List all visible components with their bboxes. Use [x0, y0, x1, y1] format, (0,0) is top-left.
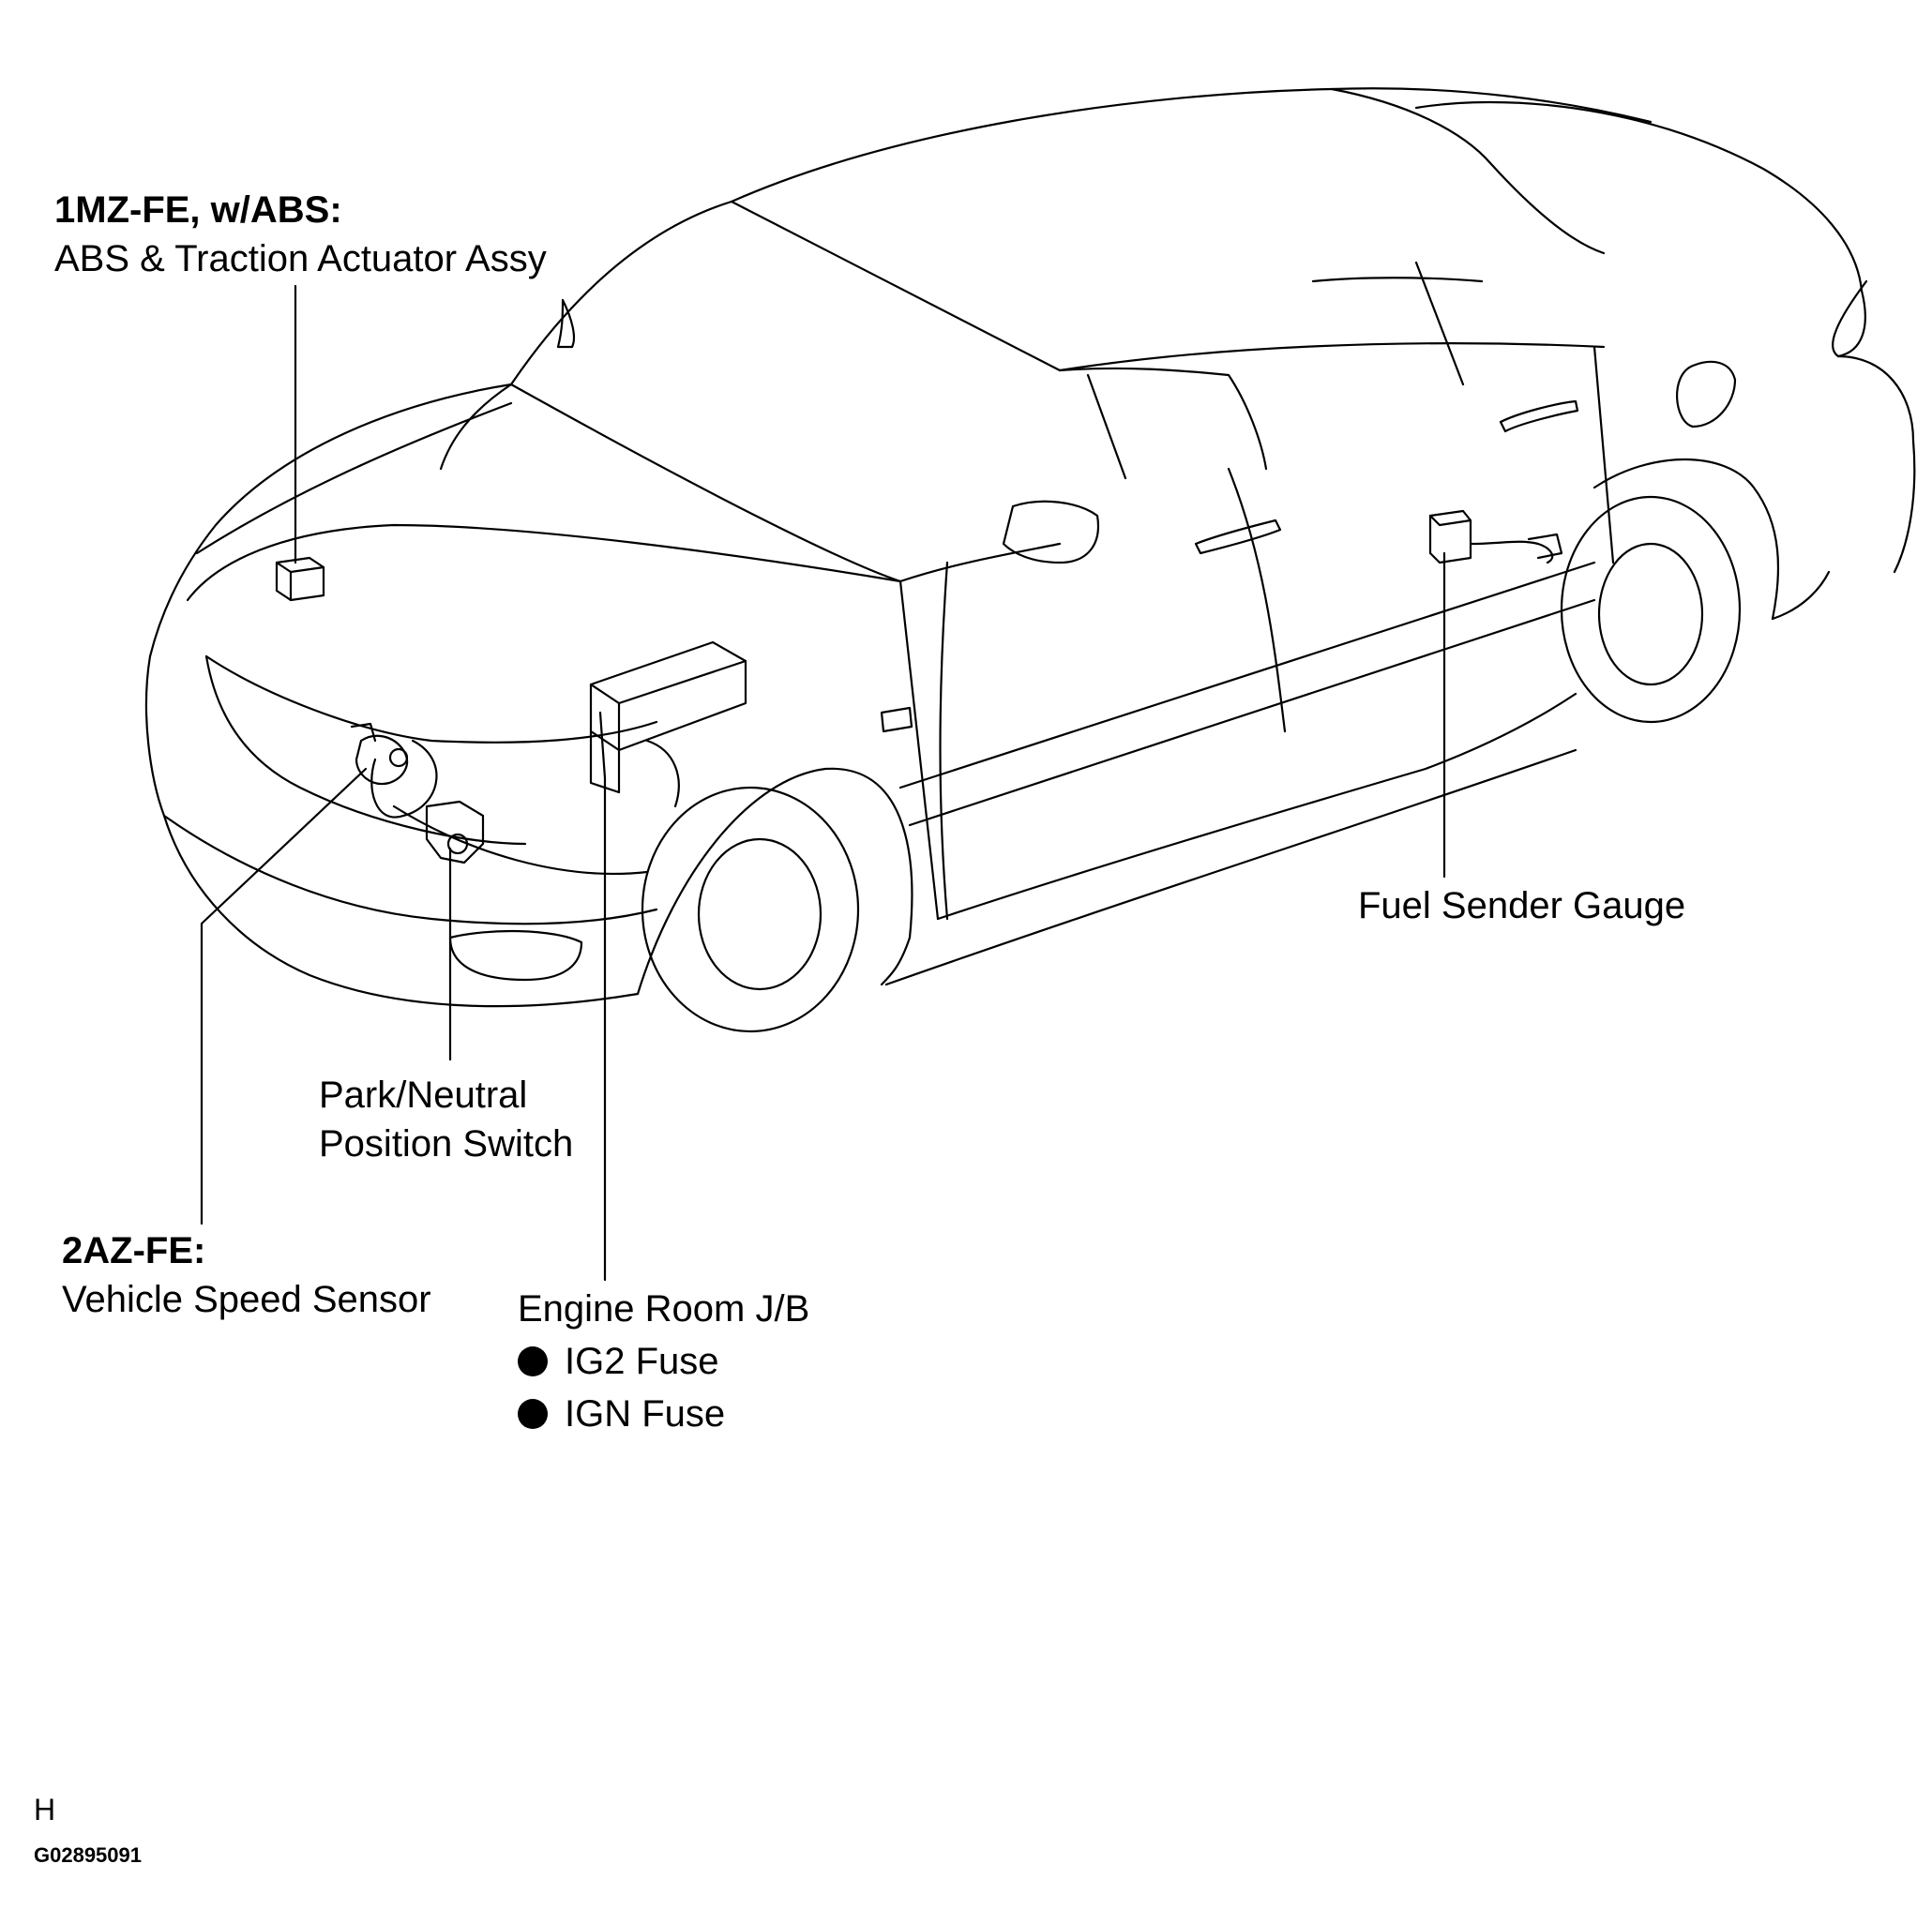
bullet-dot-icon — [518, 1346, 548, 1376]
fuse-name: IGN Fuse — [565, 1393, 726, 1435]
abs-actuator-text: ABS & Traction Actuator Assy — [54, 238, 547, 279]
fuel-sender-text: Fuel Sender Gauge — [1358, 885, 1686, 926]
fuse-item: IG2 Fuse — [518, 1335, 809, 1388]
speed-sensor-engine-heading: 2AZ-FE: — [62, 1230, 206, 1271]
speed-sensor-text: Vehicle Speed Sensor — [62, 1279, 431, 1320]
engine-room-jb-label: Engine Room J/B IG2 Fuse IGN Fuse — [518, 1283, 809, 1440]
figure-code: G02895091 — [34, 1843, 142, 1867]
pnp-switch-line1: Park/Neutral — [319, 1075, 528, 1116]
engine-room-jb-title: Engine Room J/B — [518, 1288, 810, 1330]
abs-actuator-label: 1MZ-FE, w/ABS: ABS & Traction Actuator A… — [54, 186, 547, 283]
pnp-switch-line2: Position Switch — [319, 1123, 574, 1165]
fuse-item: IGN Fuse — [518, 1388, 809, 1440]
pnp-switch-label: Park/Neutral Position Switch — [319, 1071, 573, 1168]
bullet-dot-icon — [518, 1399, 548, 1429]
footer-letter: H — [34, 1793, 56, 1826]
speed-sensor-label: 2AZ-FE: Vehicle Speed Sensor — [62, 1226, 431, 1324]
abs-engine-heading: 1MZ-FE, w/ABS: — [54, 189, 342, 231]
fuse-name: IG2 Fuse — [565, 1341, 719, 1382]
fuel-sender-label: Fuel Sender Gauge — [1358, 881, 1685, 930]
